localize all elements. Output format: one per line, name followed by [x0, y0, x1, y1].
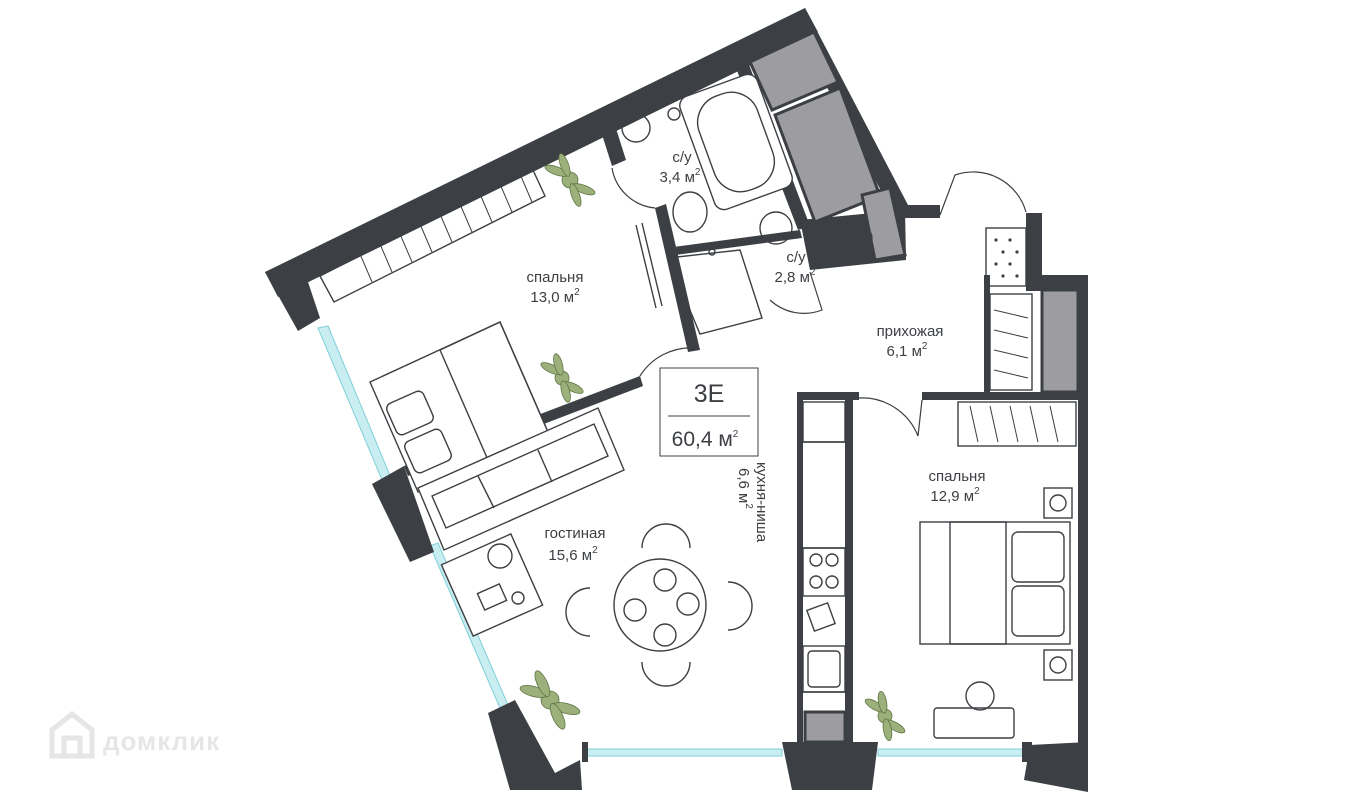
kitchen-fixtures — [802, 401, 846, 693]
bathroom-fixtures — [621, 73, 873, 335]
bedroom1-name: спальня — [527, 269, 584, 286]
apartment-code: 3E — [694, 380, 725, 408]
bathroom2-area: 2,8 м2 — [775, 267, 816, 286]
hallway-furniture — [957, 227, 1077, 447]
bathroom1-area: 3,4 м2 — [660, 167, 701, 186]
walls — [265, 8, 1088, 792]
bedroom2-area: 12,9 м2 — [930, 486, 980, 505]
hallway-name: прихожая — [877, 323, 944, 340]
total-area: 60,4 м2 — [672, 428, 739, 451]
kitchen-area: 6,6 м2 — [735, 468, 754, 509]
bedroom2-furniture — [919, 487, 1073, 739]
bathroom1-name: с/у — [672, 149, 692, 166]
bathroom2-name: с/у — [786, 249, 806, 266]
closets — [748, 30, 1080, 744]
living-area: 15,6 м2 — [548, 545, 598, 564]
apartment-info-box: 3E 60,4 м2 — [659, 367, 759, 457]
watermark-text: домклик — [103, 726, 220, 756]
hallway-area: 6,1 м2 — [887, 341, 928, 360]
bedroom2-name: спальня — [929, 468, 986, 485]
doors — [611, 167, 1027, 437]
living-furniture — [417, 407, 753, 687]
room-labels: с/у 3,4 м2 с/у 2,8 м2 спальня 13,0 м2 пр… — [527, 149, 986, 564]
house-logo-icon — [49, 710, 95, 759]
bedroom1-area: 13,0 м2 — [530, 287, 580, 306]
kitchen-name: кухня-ниша — [753, 462, 770, 543]
living-name: гостиная — [545, 525, 606, 542]
plants — [519, 153, 906, 742]
domclick-watermark: домклик — [49, 710, 220, 759]
